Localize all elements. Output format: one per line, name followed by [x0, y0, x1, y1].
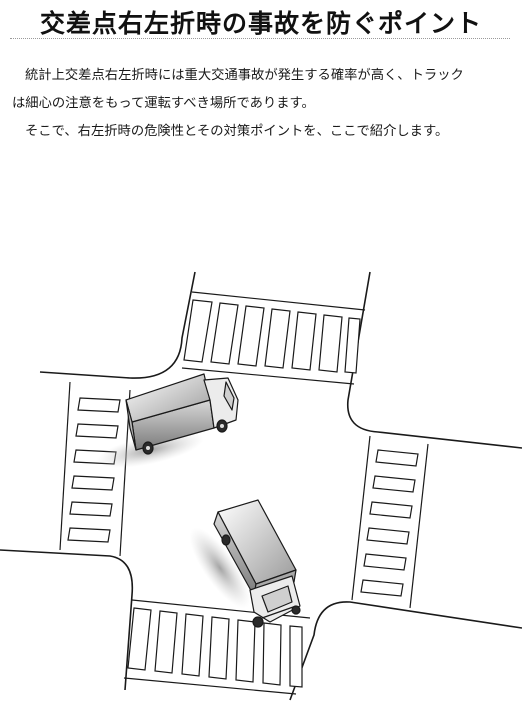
paragraph-line-1: 統計上交差点右左折時には重大交通事故が発生する確率が高く、トラック — [25, 68, 464, 83]
crosswalk-top — [181, 291, 366, 385]
intersection-illustration — [0, 271, 522, 701]
truck-2-wheel-rear — [221, 534, 231, 546]
title-divider — [10, 38, 510, 39]
intro-paragraph: 統計上交差点右左折時には重大交通事故が発生する確率が高く、トラック は細心の注意… — [12, 62, 514, 146]
paragraph-line-2: は細心の注意をもって運転すべき場所であります。 — [12, 96, 315, 111]
road-edges — [0, 271, 522, 701]
crosswalk-left — [59, 381, 131, 557]
truck-turning-left — [125, 373, 239, 455]
truck-1-windshield — [223, 381, 235, 411]
page-title: 交差点右左折時の事故を防ぐポイント — [39, 9, 482, 38]
truck-1-cargo-front — [125, 399, 137, 451]
crosswalk-right — [351, 435, 429, 609]
truck-turning-right — [213, 499, 301, 628]
curb-bottom-right — [289, 601, 522, 701]
truck-shadow-bottom — [189, 527, 251, 609]
curb-top-left — [39, 271, 196, 379]
curb-bottom-left — [0, 549, 134, 691]
truck-2-windshield — [261, 585, 293, 613]
truck-2-wheel-front-right — [291, 605, 301, 615]
curb-top-right — [347, 271, 522, 449]
paragraph-line-3: そこで、右左折時の危険性とその対策ポイントを、ここで紹介します。 — [25, 124, 449, 139]
truck-2-wheel-front — [252, 616, 264, 628]
